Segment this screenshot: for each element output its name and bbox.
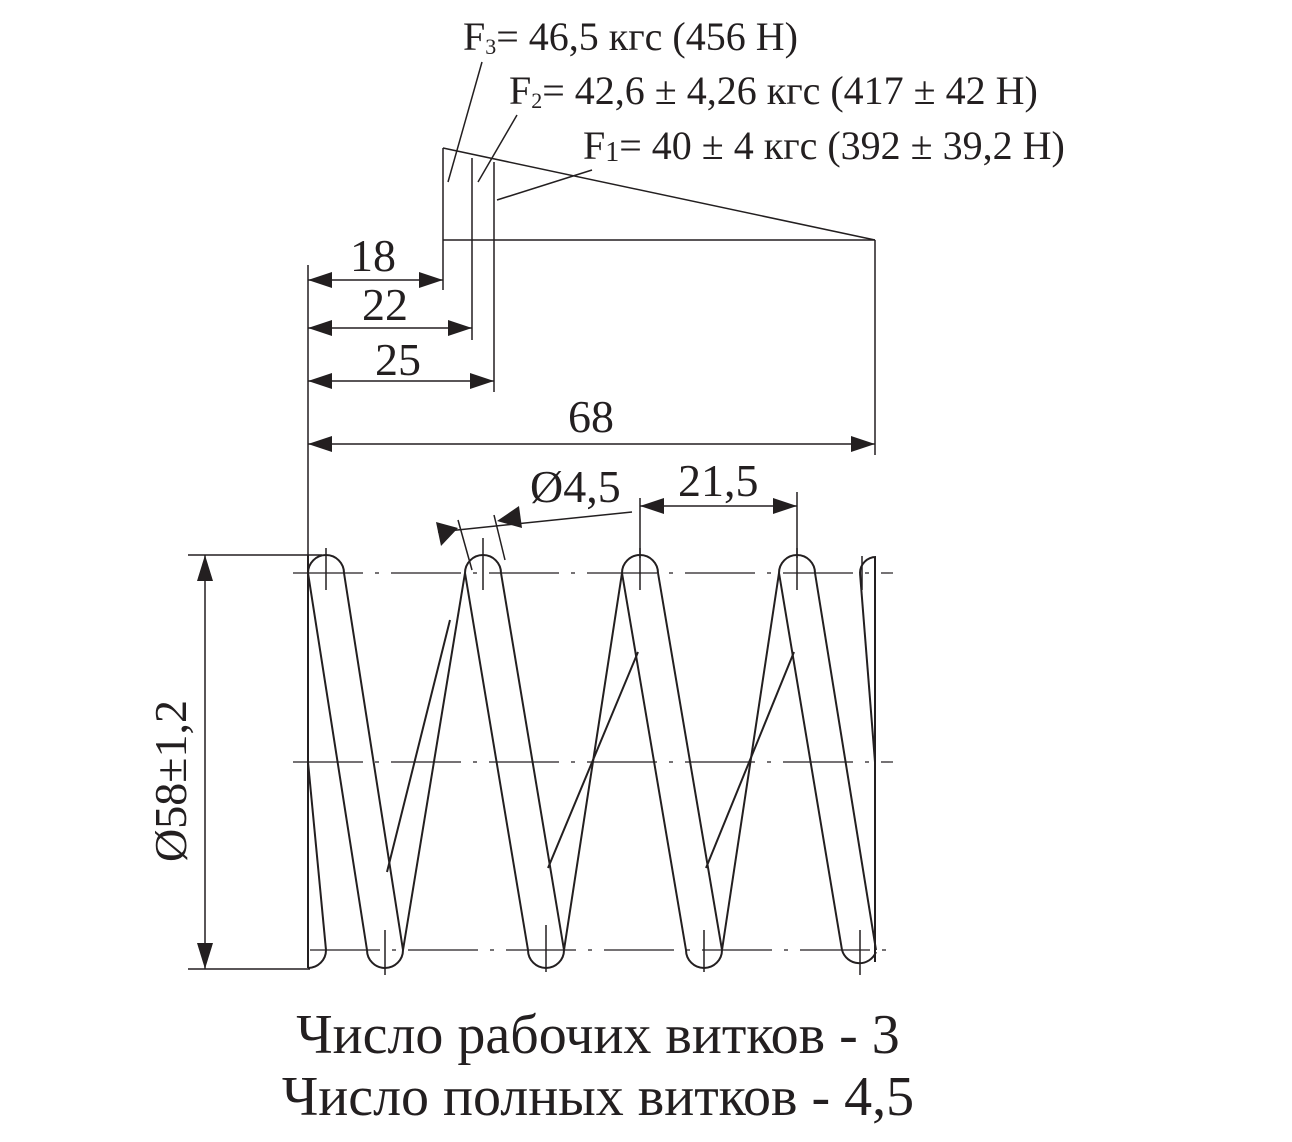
dim-25-label: 25 xyxy=(375,334,421,385)
front-strand-3a xyxy=(621,572,687,951)
od-arrow-bottom xyxy=(197,943,213,969)
dim-18-arrow-right xyxy=(419,272,443,288)
spring-coils xyxy=(307,554,877,969)
dim-18-label: 18 xyxy=(350,230,396,281)
wire-pitch-dimensions xyxy=(436,492,798,571)
wire-arrow-left xyxy=(436,522,458,546)
outer-diameter-label: Ø58±1,2 xyxy=(145,700,196,862)
wire-ext-right xyxy=(493,514,506,561)
spring-left-end-back xyxy=(307,761,327,951)
force-diagram xyxy=(442,61,876,455)
dim-22-arrow-right xyxy=(448,320,472,336)
pitch-arrow-left xyxy=(640,498,664,514)
dim-68-label: 68 xyxy=(568,391,614,442)
back-strand-2b xyxy=(547,651,639,869)
od-arrow-top xyxy=(197,555,213,581)
front-strand-4b xyxy=(814,572,877,951)
pitch-label: 21,5 xyxy=(678,455,759,506)
dim-22-arrow-left xyxy=(308,320,332,336)
f3-label: F3= 46,5 кгс (456 Н) xyxy=(463,14,798,59)
working-coils-note: Число рабочих витков - 3 xyxy=(296,1004,900,1066)
dim-68-arrow-left xyxy=(308,436,332,452)
outer-diameter-dimension xyxy=(188,554,322,970)
f2-leader xyxy=(477,114,518,183)
back-strand-1a xyxy=(402,572,466,951)
wire-diameter-label: Ø4,5 xyxy=(530,461,621,512)
front-strand-2a xyxy=(464,572,529,951)
front-strand-3b xyxy=(657,572,723,951)
wire-ext-left xyxy=(457,519,473,571)
top-wire-5 xyxy=(859,556,877,574)
spring-left-end-corner xyxy=(307,949,327,969)
dim-25-arrow-left xyxy=(308,373,332,389)
total-coils-note: Число полных витков - 4,5 xyxy=(282,1066,914,1128)
force-characteristic-line xyxy=(442,147,876,241)
f3-leader xyxy=(447,61,483,183)
f2-label: F2= 42,6 ± 4,26 кгс (417 ± 42 Н) xyxy=(509,68,1038,113)
back-strand-3a xyxy=(721,572,780,951)
dim-68-arrow-right xyxy=(851,436,875,452)
wire-dim-line xyxy=(437,511,633,533)
f1-label: F1= 40 ± 4 кгс (392 ± 39,2 Н) xyxy=(583,123,1065,168)
spring-right-end-back xyxy=(859,572,876,763)
back-strand-3b xyxy=(705,651,795,869)
front-strand-1b xyxy=(343,572,404,951)
dim-25-arrow-right xyxy=(470,373,494,389)
dim-22-label: 22 xyxy=(362,279,408,330)
pitch-arrow-right xyxy=(773,498,797,514)
coil-center-marks xyxy=(325,538,863,975)
length-dimensions xyxy=(307,265,875,968)
wire-arrow-right xyxy=(497,506,522,528)
dim-18-arrow-left xyxy=(308,272,332,288)
back-strand-1b xyxy=(386,619,451,873)
f1-leader xyxy=(496,169,593,201)
front-strand-4a xyxy=(778,572,843,951)
front-strand-1a xyxy=(307,572,368,951)
front-strand-2b xyxy=(500,572,565,951)
bottom-wire-4 xyxy=(841,949,877,965)
